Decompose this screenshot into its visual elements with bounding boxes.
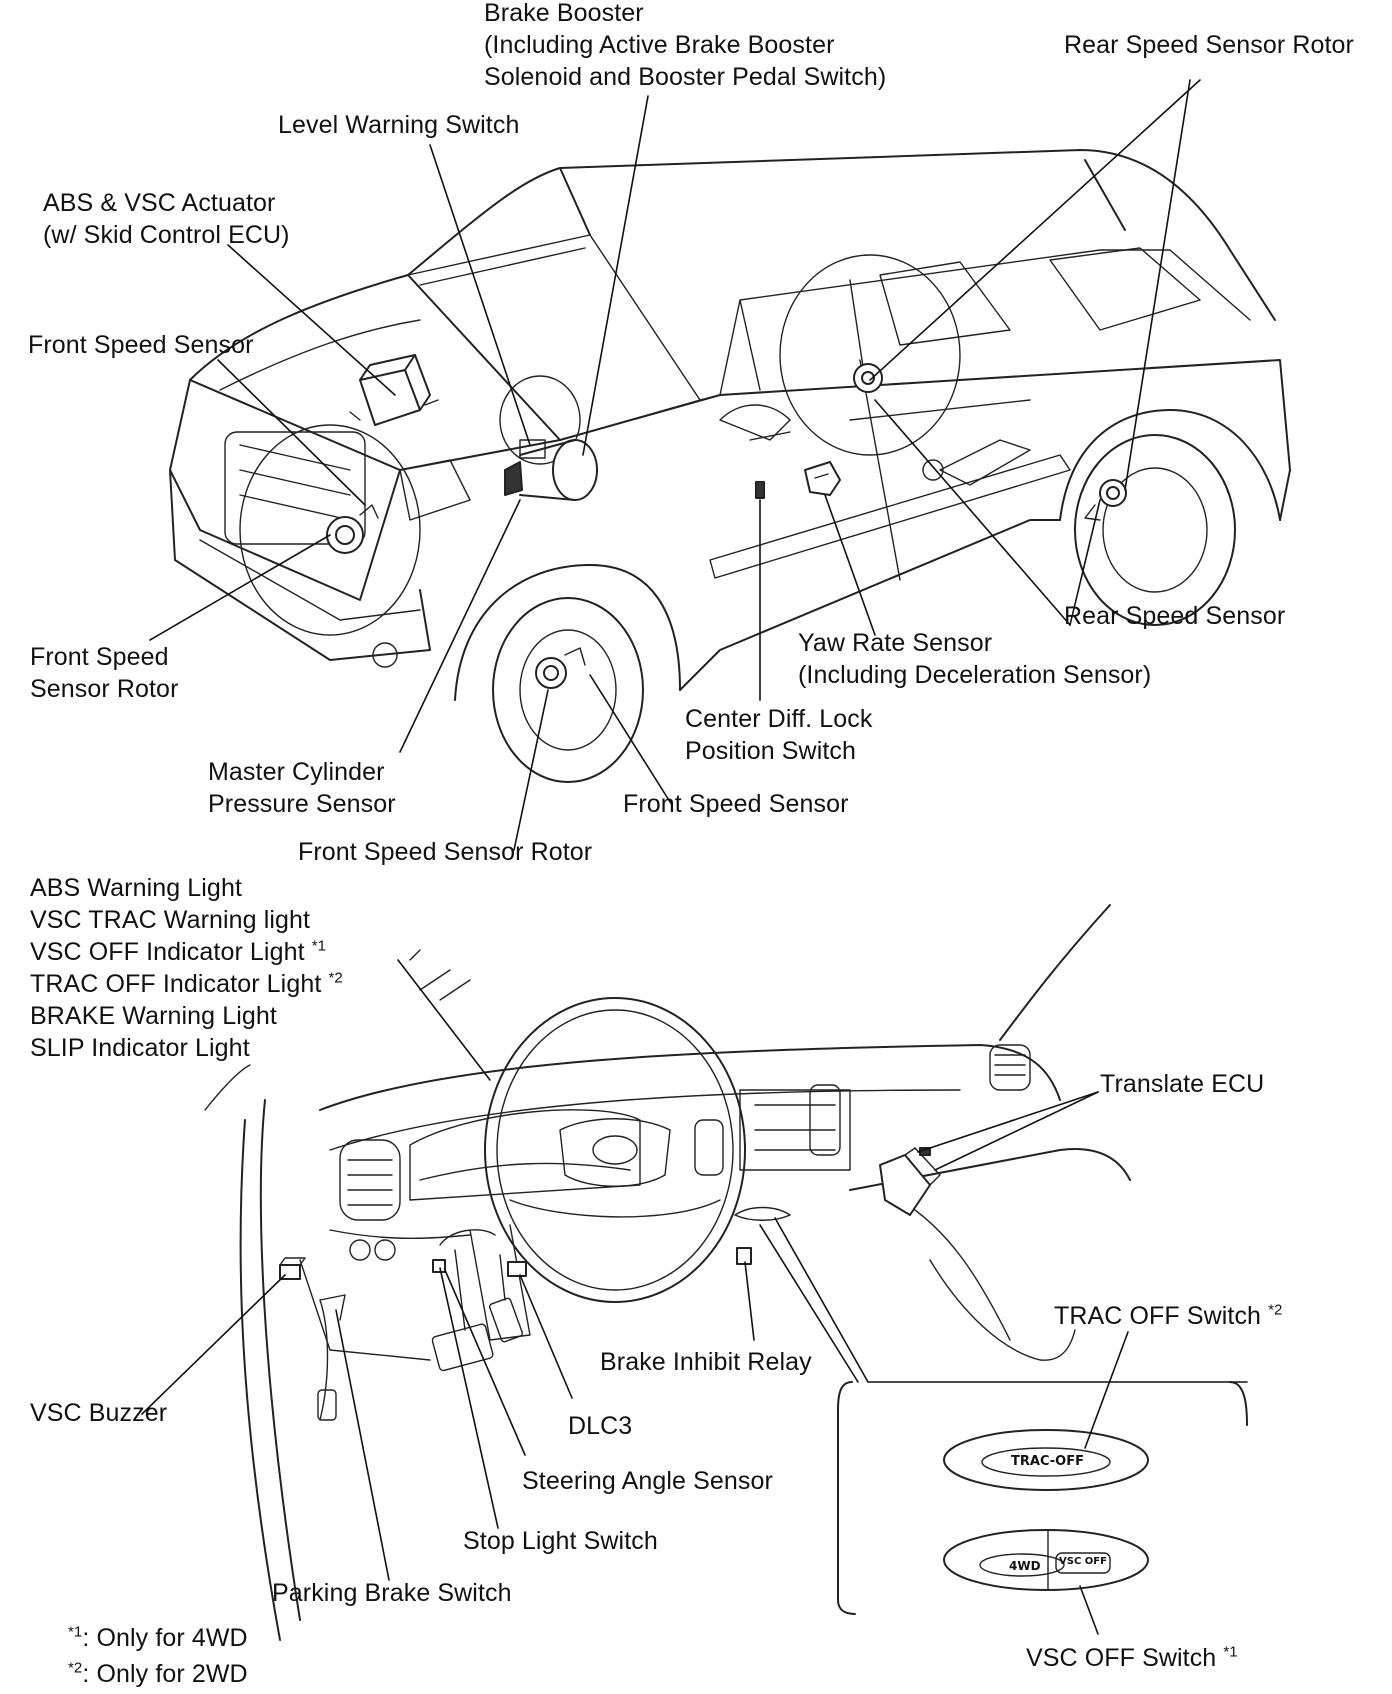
label-brake-booster: Brake Booster (Including Active Brake Bo… — [484, 0, 886, 93]
label-master-cylinder: Master Cylinder Pressure Sensor — [208, 756, 396, 820]
footnote-2-mark: *2 — [68, 1659, 83, 1677]
brake-warning-light-label: BRAKE Warning Light — [30, 1002, 277, 1030]
label-center-diff-lock: Center Diff. Lock Position Switch — [685, 703, 872, 767]
label-brake-inhibit-relay: Brake Inhibit Relay — [600, 1348, 812, 1376]
vsc-off-switch-face: VSC OFF — [1059, 1556, 1107, 1567]
trac-off-switch-text: TRAC OFF Switch — [1054, 1302, 1262, 1330]
label-translate-ecu: Translate ECU — [1100, 1070, 1265, 1098]
yaw-rate-sensor-line-2: (Including Deceleration Sensor) — [798, 661, 1152, 689]
footnote-2-text: : Only for 2WD — [82, 1660, 248, 1688]
label-stop-light-switch: Stop Light Switch — [463, 1527, 658, 1555]
vehicle-leader-lines — [149, 79, 1201, 851]
brake-booster-line-1: Brake Booster — [484, 0, 644, 27]
rear-speed-sensor-rotor-shapes — [853, 363, 1127, 521]
label-parking-brake-switch: Parking Brake Switch — [272, 1579, 512, 1607]
label-front-speed-sensor-rotor-bottom: Front Speed Sensor Rotor — [298, 838, 593, 866]
dashboard-leader-lines — [141, 959, 1248, 1581]
label-yaw-rate-sensor: Yaw Rate Sensor (Including Deceleration … — [798, 627, 1151, 691]
footnote-1-text: : Only for 4WD — [82, 1624, 248, 1652]
label-rear-speed-sensor-rotor: Rear Speed Sensor Rotor — [1064, 31, 1354, 59]
trac-off-indicator-note: *2 — [328, 969, 343, 987]
yaw-rate-sensor-shape — [804, 461, 841, 496]
footnote-1: *1: Only for 4WD — [68, 1622, 248, 1654]
label-rear-speed-sensor: Rear Speed Sensor — [1064, 602, 1286, 630]
label-level-warning-switch: Level Warning Switch — [278, 111, 520, 139]
brake-booster-line-2: (Including Active Brake Booster — [484, 31, 835, 59]
front-speed-sensor-rotor-left-line-1: Front Speed — [30, 643, 169, 671]
abs-vsc-actuator-line-1: ABS & VSC Actuator — [43, 189, 276, 217]
label-dlc3: DLC3 — [568, 1412, 633, 1440]
footnote-1-mark: *1 — [68, 1623, 83, 1641]
master-cylinder-line-1: Master Cylinder — [208, 758, 385, 786]
vsc-off-indicator-light-label: VSC OFF Indicator Light *1 — [30, 936, 343, 968]
label-front-speed-sensor-bottom: Front Speed Sensor — [623, 790, 849, 818]
label-warning-lights: ABS Warning Light VSC TRAC Warning light… — [30, 872, 343, 1064]
vsc-off-indicator-text: VSC OFF Indicator Light — [30, 938, 305, 966]
center-diff-lock-line-2: Position Switch — [685, 737, 857, 765]
front-speed-sensor-rotor-right — [535, 647, 586, 689]
label-steering-angle-sensor: Steering Angle Sensor — [522, 1467, 773, 1495]
master-cylinder-line-2: Pressure Sensor — [208, 790, 396, 818]
vsc-off-switch-text: VSC OFF Switch — [1026, 1644, 1217, 1672]
trac-off-switch-face: TRAC-OFF — [1011, 1454, 1084, 1469]
yaw-rate-sensor-line-1: Yaw Rate Sensor — [798, 629, 993, 657]
front-speed-sensor-rotor-left-line-2: Sensor Rotor — [30, 675, 179, 703]
abs-vsc-actuator-shape — [349, 354, 439, 426]
brake-booster-line-3: Solenoid and Booster Pedal Switch) — [484, 63, 887, 91]
center-diff-lock-line-1: Center Diff. Lock — [685, 705, 873, 733]
trac-off-indicator-light-label: TRAC OFF Indicator Light *2 — [30, 968, 343, 1000]
abs-warning-light-label: ABS Warning Light — [30, 874, 242, 902]
switch-detail-panel — [837, 1331, 1248, 1635]
abs-vsc-actuator-line-2: (w/ Skid Control ECU) — [43, 221, 290, 249]
vsc-off-indicator-note: *1 — [311, 937, 327, 955]
footnote-2: *2: Only for 2WD — [68, 1658, 248, 1690]
trac-off-switch-note: *2 — [1268, 1301, 1283, 1319]
label-trac-off-switch: TRAC OFF Switch *2 — [1054, 1300, 1283, 1332]
slip-indicator-light-label: SLIP Indicator Light — [30, 1034, 250, 1062]
vehicle-illustration — [169, 149, 1291, 783]
label-front-speed-sensor-top: Front Speed Sensor — [28, 331, 254, 359]
center-diff-lock-switch-shape — [755, 481, 765, 499]
label-abs-vsc-actuator: ABS & VSC Actuator (w/ Skid Control ECU) — [43, 187, 290, 251]
label-front-speed-sensor-rotor-left: Front Speed Sensor Rotor — [30, 641, 179, 705]
front-speed-sensor-rotor-left — [326, 504, 379, 554]
trac-off-indicator-text: TRAC OFF Indicator Light — [30, 970, 322, 998]
vsc-trac-warning-light-label: VSC TRAC Warning light — [30, 906, 311, 934]
dashboard-illustration — [204, 904, 1131, 1641]
brake-booster-shape — [504, 439, 598, 501]
label-vsc-buzzer: VSC Buzzer — [30, 1399, 168, 1427]
vsc-off-switch-note: *1 — [1223, 1643, 1238, 1661]
label-vsc-off-switch: VSC OFF Switch *1 — [1026, 1642, 1238, 1674]
four-wd-switch-face: 4WD — [1009, 1559, 1041, 1573]
